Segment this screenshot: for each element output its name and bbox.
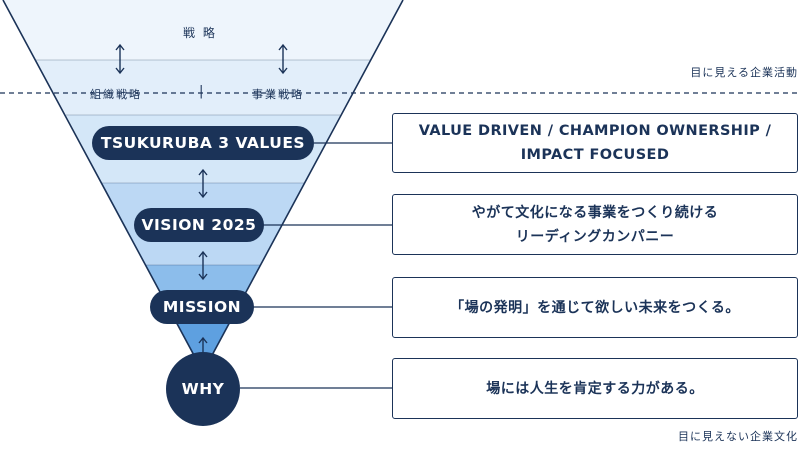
why-circle: WHY	[166, 352, 240, 426]
mission-line-1: 「場の発明」を通じて欲しい未来をつくる。	[450, 299, 740, 316]
double-arrow-icon	[278, 43, 288, 75]
values-line-2: IMPACT FOCUSED	[520, 147, 670, 163]
mission-pill: MISSION	[150, 290, 254, 324]
double-arrow-icon	[198, 168, 208, 199]
vision-pill: VISION 2025	[134, 208, 264, 242]
visible-activity-label: 目に見える企業活動	[690, 66, 798, 79]
why-description-box: 場には人生を肯定する力がある。	[392, 358, 798, 419]
double-arrow-icon	[198, 250, 208, 281]
values-pill: TSUKURUBA 3 VALUES	[92, 126, 314, 160]
double-arrow-icon	[115, 43, 125, 75]
vision-line-2: リーディングカンパニー	[515, 228, 675, 245]
why-line-1: 場には人生を肯定する力がある。	[486, 380, 704, 397]
org-strategy-label: 組織戦略	[90, 88, 142, 101]
vision-description-box: やがて文化になる事業をつくり続ける リーディングカンパニー	[392, 194, 798, 255]
strategy-label: 戦 略	[183, 26, 217, 40]
strategy-divider: |	[199, 84, 204, 99]
mission-description-box: 「場の発明」を通じて欲しい未来をつくる。	[392, 277, 798, 338]
biz-strategy-label: 事業戦略	[252, 88, 304, 101]
invisible-culture-label: 目に見えない企業文化	[678, 430, 798, 443]
values-description-box: VALUE DRIVEN / CHAMPION OWNERSHIP / IMPA…	[392, 113, 798, 173]
values-line-1: VALUE DRIVEN / CHAMPION OWNERSHIP /	[418, 123, 772, 139]
vision-line-1: やがて文化になる事業をつくり続ける	[471, 204, 719, 221]
funnel-band-strategy	[3, 0, 403, 60]
funnel-band-sub-strategy	[36, 60, 370, 115]
